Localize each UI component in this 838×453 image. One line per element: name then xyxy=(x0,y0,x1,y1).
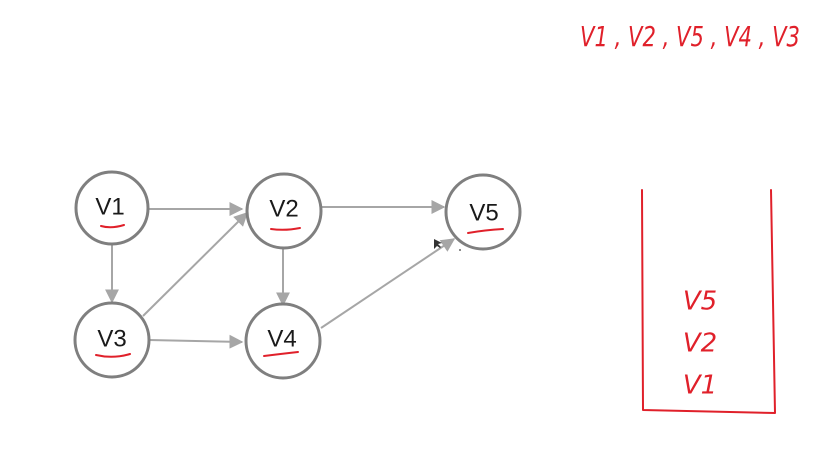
node-v4: V4 xyxy=(244,302,322,380)
node-label: V2 xyxy=(269,195,298,222)
stack-container-outline xyxy=(641,189,776,414)
node-label: V5 xyxy=(469,199,498,226)
stack-item: V2 xyxy=(683,329,717,359)
node-v5: V5 xyxy=(444,173,522,251)
node-v3: V3 xyxy=(73,301,151,379)
underline-mark xyxy=(263,351,299,357)
node-label: V1 xyxy=(95,193,124,220)
underline-mark xyxy=(95,353,131,358)
edge-v3-v2 xyxy=(142,212,248,317)
underline-mark xyxy=(100,224,125,229)
node-v1: V1 xyxy=(74,170,150,246)
stack-item: V1 xyxy=(683,371,717,401)
stack-item: V5 xyxy=(683,287,717,317)
underline-mark xyxy=(270,227,301,231)
edges xyxy=(105,200,456,349)
node-label: V3 xyxy=(97,325,126,352)
edge-v4-v5 xyxy=(320,238,456,329)
node-v2: V2 xyxy=(245,172,323,250)
stray-dot xyxy=(459,249,461,251)
node-label: V4 xyxy=(267,325,296,352)
handwritten-order-sequence: V1 , V2 , V5 , V4 , V3 xyxy=(580,20,800,53)
edge-v3-v4 xyxy=(148,334,244,349)
mouse-cursor-icon xyxy=(434,239,442,249)
underline-mark xyxy=(467,228,504,234)
